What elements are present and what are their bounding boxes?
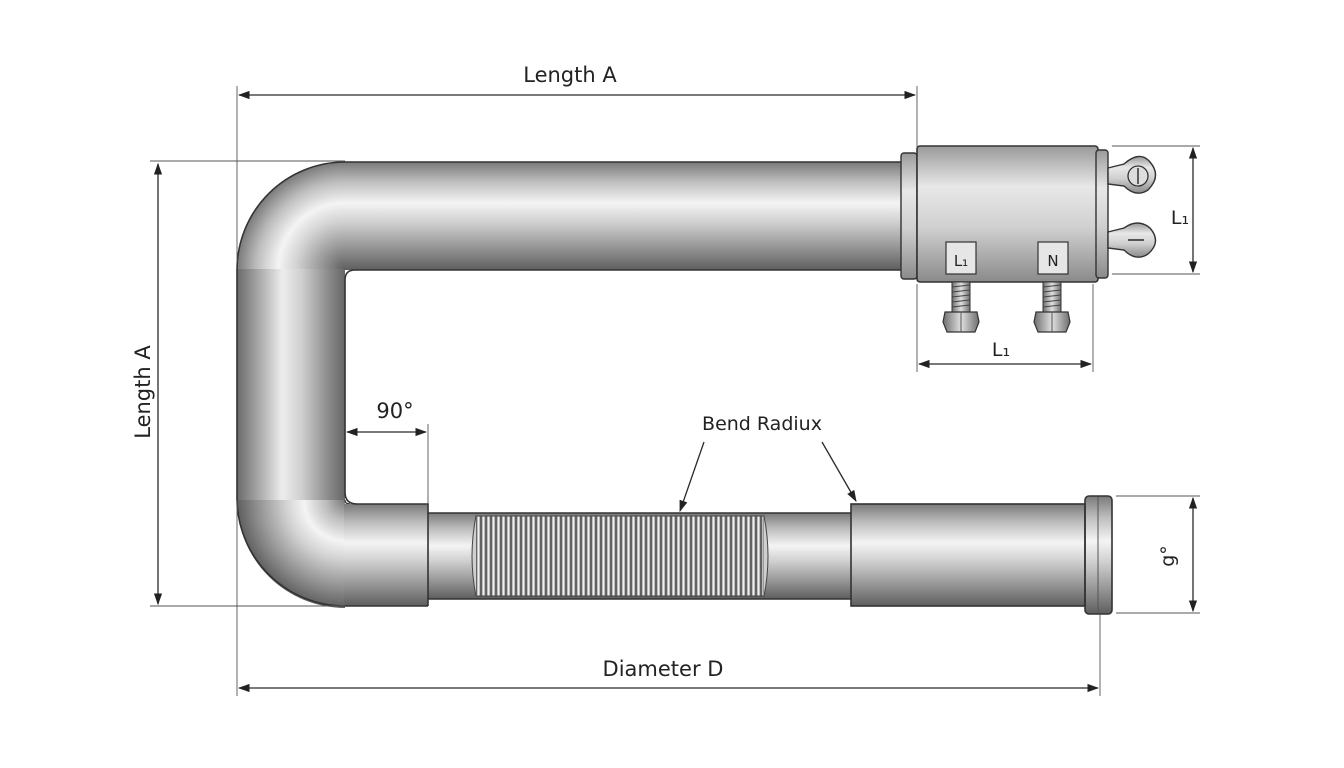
angle-label: 90° [376, 399, 413, 423]
length-a-side-label: Length A [131, 345, 155, 439]
bottom-pipe-section [344, 504, 428, 606]
diameter-d-label: Diameter D [603, 657, 724, 681]
bolt-right [1033, 281, 1071, 333]
top-bend [237, 162, 345, 270]
length-a-top-label: Length A [523, 63, 617, 87]
dimension-length-a-top: Length A [236, 63, 918, 262]
terminal-l1-label: L₁ [954, 252, 968, 270]
dimension-length-a-side: Length A [131, 160, 345, 607]
g-degree-label: g° [1157, 545, 1179, 567]
connector-collar-right [1095, 149, 1109, 279]
dimension-l1-bottom: L₁ [916, 284, 1094, 372]
l1-right-label: L₁ [1171, 207, 1189, 229]
dimension-l1-right: L₁ [1112, 145, 1200, 275]
bottom-sleeve [851, 504, 1085, 606]
dimension-g-degree: g° [1116, 495, 1200, 614]
dimension-diameter-d: Diameter D [236, 500, 1101, 696]
dimension-angle: 90° [345, 399, 429, 504]
top-horizontal-pipe [344, 162, 907, 270]
pipe-assembly [236, 161, 1113, 615]
connector-body [916, 145, 1099, 283]
terminal-l1-box [945, 241, 977, 275]
bend-radius-label: Bend Radiux [702, 413, 822, 435]
bottom-bend [237, 500, 345, 608]
left-vertical-pipe [237, 269, 345, 501]
l1-bottom-label: L₁ [992, 339, 1010, 361]
connector-head: L₁ N [900, 145, 1157, 333]
bolt-left [942, 281, 980, 333]
connector-collar-left [900, 152, 918, 280]
terminal-n-label: N [1047, 252, 1058, 270]
flexible-bellows [475, 515, 765, 597]
bend-radius-callout: Bend Radiux [679, 413, 857, 513]
terminal-n-box [1037, 241, 1069, 275]
